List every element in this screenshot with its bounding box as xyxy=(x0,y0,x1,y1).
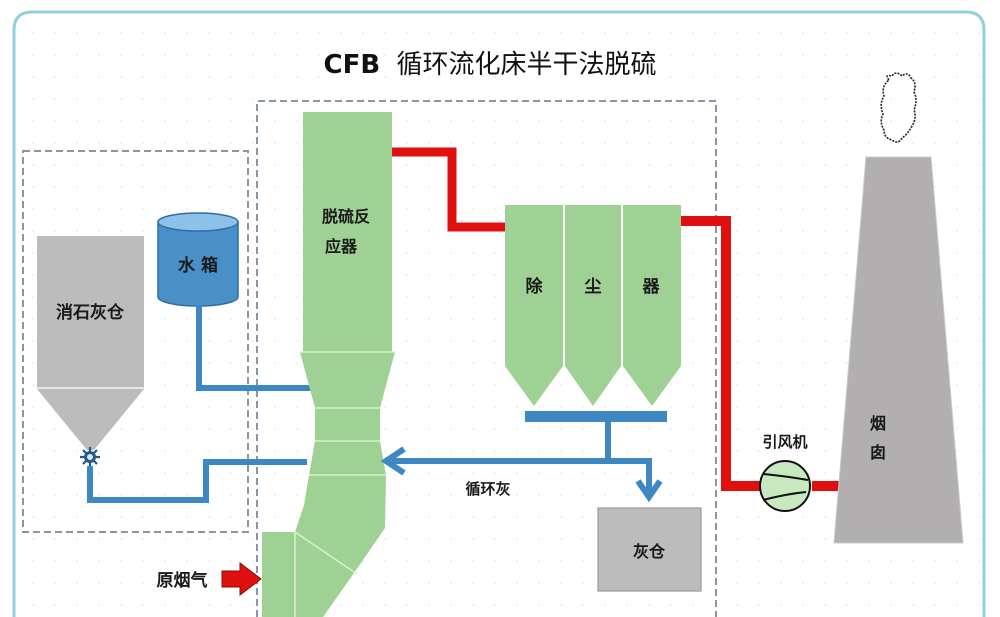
collector-label-3: 器 xyxy=(642,277,661,297)
recycle-arrow-icon xyxy=(380,446,406,476)
fan-label: 引风机 xyxy=(762,433,807,451)
reactor-venturi xyxy=(315,408,380,441)
down-arrow-icon xyxy=(635,479,663,503)
outer-frame xyxy=(12,10,986,617)
ash-silo-label: 灰仓 xyxy=(633,542,666,561)
lime-silo-label: 消石灰仓 xyxy=(56,302,125,323)
reactor-tower xyxy=(303,112,392,352)
inlet-arrow-icon xyxy=(221,561,262,597)
title-text: 循环流化床半干法脱硫 xyxy=(396,50,656,80)
reactor-label-line1: 脱硫反 xyxy=(322,207,370,226)
water-tank-label: 水 箱 xyxy=(178,255,218,276)
lime-feed-pipe xyxy=(87,459,307,503)
chimney-label-2: 囱 xyxy=(870,443,886,462)
flue-duct-to-fan xyxy=(681,216,760,491)
reactor-inlet-elbow xyxy=(262,475,386,617)
recycled-ash-label: 循环灰 xyxy=(465,480,510,498)
reactor-boundary xyxy=(256,100,717,617)
chimney[interactable]: 烟 囱 xyxy=(833,156,964,544)
title-prefix: CFB xyxy=(324,50,381,80)
desulfurization-reactor[interactable]: 脱硫反 应器 xyxy=(262,112,395,617)
flue-duct-to-collector xyxy=(392,147,512,232)
smoke-icon xyxy=(880,72,917,143)
collector-chamber-1 xyxy=(505,205,563,406)
collector-chamber-2 xyxy=(565,205,621,406)
collector-chamber-3 xyxy=(623,205,681,406)
induced-draft-fan[interactable]: 引风机 xyxy=(759,433,811,512)
dust-collector[interactable]: 除 尘 器 xyxy=(505,205,681,406)
rotary-valve-icon xyxy=(80,447,100,467)
reactor-diffuser xyxy=(309,441,386,475)
lime-silo-hopper xyxy=(37,389,144,450)
lime-feed-boundary xyxy=(22,150,249,533)
raw-flue-gas-inlet: 原烟气 xyxy=(157,561,262,597)
lime-silo-body xyxy=(37,236,144,388)
ash-silo[interactable]: 灰仓 xyxy=(597,507,702,592)
collector-label-2: 尘 xyxy=(585,277,602,297)
diagram-title: CFB 循环流化床半干法脱硫 xyxy=(324,50,657,80)
dotted-grid xyxy=(14,12,984,617)
water-tank[interactable]: 水 箱 xyxy=(157,212,239,307)
reactor-label-line2: 应器 xyxy=(325,237,358,256)
chimney-label-1: 烟 xyxy=(870,414,886,433)
water-pipe xyxy=(196,305,315,391)
ash-collection-header xyxy=(525,411,667,422)
reactor-cone xyxy=(300,352,395,408)
lime-silo[interactable]: 消石灰仓 xyxy=(37,236,144,450)
fan-icon xyxy=(759,460,811,512)
raw-flue-gas-label: 原烟气 xyxy=(157,570,208,591)
collector-label-1: 除 xyxy=(526,276,544,297)
